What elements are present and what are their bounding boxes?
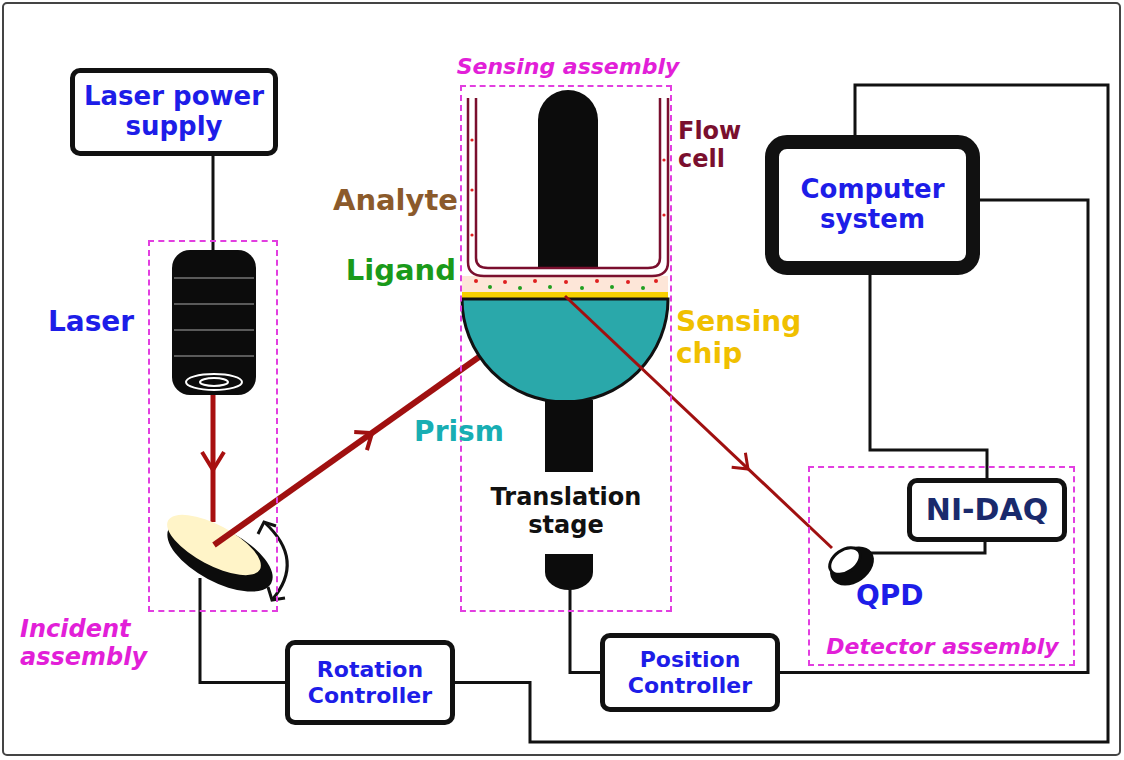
- laser-ribs: [174, 278, 254, 356]
- rotation-arrow: [264, 522, 287, 600]
- daq-box: NI-DAQ: [907, 478, 1067, 542]
- computer-box: Computer system: [765, 135, 980, 275]
- assembly-region: Detector assembly NI-DAQ: [808, 466, 1075, 666]
- control-wire: [212, 156, 215, 240]
- assembly-region: Incident assembly: [148, 240, 278, 612]
- laser-body: [172, 250, 256, 395]
- qpd-face: [825, 542, 865, 580]
- box-label: Position Controller: [613, 647, 767, 698]
- power-supply-box: Laser power supply: [70, 68, 278, 156]
- part-label: QPD: [856, 580, 928, 612]
- assembly-heading: Sensing assembly: [432, 54, 704, 79]
- flow-cell-wall: [476, 98, 660, 268]
- laser-aperture: [200, 378, 228, 386]
- box-label: NI-DAQ: [926, 493, 1048, 528]
- beam-arrowhead: [732, 453, 755, 476]
- assembly-heading: Detector assembly: [810, 634, 1075, 659]
- box-label: Computer system: [787, 175, 958, 235]
- stage-foot: [545, 554, 593, 590]
- beam-arrowhead: [354, 424, 378, 450]
- part-label: Translation stage: [468, 484, 664, 539]
- outer-frame: [3, 3, 1120, 755]
- part-label: Flow cell: [678, 118, 762, 173]
- assembly-heading: Incident assembly: [20, 616, 170, 671]
- control-wire: [200, 612, 285, 683]
- part-label: Sensing chip: [676, 306, 826, 370]
- analyte-fluid: [462, 276, 668, 292]
- control-wire: [570, 612, 600, 673]
- controller-box: Rotation Controller: [285, 640, 455, 725]
- rotation-arrowhead: [258, 522, 276, 534]
- prism: [462, 299, 668, 402]
- beam-arrowhead: [202, 452, 224, 470]
- control-wire: [870, 275, 987, 478]
- mirror-wire-stub: [199, 578, 202, 612]
- box-label: Rotation Controller: [298, 657, 442, 708]
- part-label: Laser: [36, 306, 146, 338]
- flow-cell-wall: [468, 98, 668, 276]
- part-label: Prism: [404, 416, 514, 448]
- laser-aperture: [186, 374, 242, 390]
- stage-rod-upper: [538, 90, 598, 268]
- stage-wire-stub: [569, 588, 572, 612]
- box-label: Laser power supply: [83, 82, 265, 142]
- controller-box: Position Controller: [600, 633, 780, 712]
- part-label: Analyte: [300, 184, 458, 217]
- stage-rod-lower: [545, 400, 593, 472]
- laser-beam: [211, 395, 216, 522]
- control-wire: [455, 85, 1108, 742]
- part-label: Ligand: [310, 254, 456, 287]
